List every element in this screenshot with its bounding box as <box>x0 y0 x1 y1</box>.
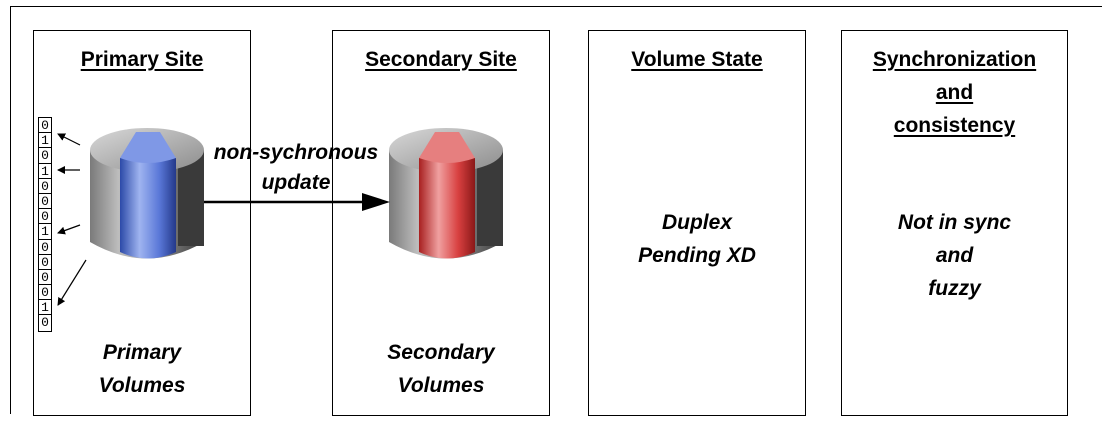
heading-line: Secondary Site <box>365 48 517 71</box>
bit-pointer-arrows <box>57 133 87 306</box>
bit-cell: 0 <box>39 270 51 286</box>
frame-border-top <box>10 6 1102 7</box>
volume-state-value: Duplex Pending XD <box>589 206 805 272</box>
sync-line: and <box>935 244 974 267</box>
heading-line: Primary Site <box>80 48 204 71</box>
synchronization-value: Not in sync and fuzzy <box>842 206 1067 305</box>
sync-line: fuzzy <box>928 277 981 300</box>
synchronization-panel: Synchronization and consistency Not in s… <box>841 30 1068 416</box>
bit-cell: 0 <box>39 255 51 270</box>
heading-line: and <box>935 81 974 104</box>
bit-cell: 0 <box>39 240 51 255</box>
bit-cell: 0 <box>39 179 51 194</box>
bit-strip: 0 1 0 1 0 0 0 1 0 0 0 0 1 0 <box>38 117 52 332</box>
bit-cell: 1 <box>39 164 51 179</box>
volume-state-panel: Volume State Duplex Pending XD <box>588 30 806 416</box>
label-line: Secondary <box>387 341 495 364</box>
update-arrow-label: non-sychronous update <box>196 138 396 198</box>
state-line: Pending XD <box>638 244 756 267</box>
update-arrow <box>204 193 390 211</box>
volume-state-heading: Volume State <box>589 43 805 76</box>
state-line: Duplex <box>661 211 732 234</box>
bit-cell: 1 <box>39 300 51 316</box>
label-line: Volumes <box>397 374 485 397</box>
heading-line: Synchronization <box>872 48 1037 71</box>
heading-line: Volume State <box>631 48 763 71</box>
label-line: Primary <box>102 341 182 364</box>
bit-cell: 0 <box>39 118 51 134</box>
primary-site-heading: Primary Site <box>34 43 250 76</box>
secondary-volumes-label: Secondary Volumes <box>333 336 549 402</box>
arrow-label-line: non-sychronous <box>213 141 379 164</box>
sync-line: Not in sync <box>897 211 1012 234</box>
primary-volume-icon <box>90 128 204 259</box>
frame-border-left <box>10 6 11 414</box>
bit-cell: 0 <box>41 315 49 331</box>
secondary-volume-icon <box>389 128 503 259</box>
bit-cell: 1 <box>39 224 51 240</box>
bit-cell: 0 <box>39 148 51 164</box>
bit-cell: 0 <box>39 209 51 225</box>
heading-line: consistency <box>893 114 1016 137</box>
bit-cell: 0 <box>39 194 51 210</box>
bit-cell: 0 <box>39 285 51 301</box>
primary-volumes-label: Primary Volumes <box>34 336 250 402</box>
synchronization-heading: Synchronization and consistency <box>842 43 1067 142</box>
arrow-label-line: update <box>261 171 331 194</box>
secondary-site-heading: Secondary Site <box>333 43 549 76</box>
bit-cell: 1 <box>39 133 51 149</box>
label-line: Volumes <box>98 374 186 397</box>
